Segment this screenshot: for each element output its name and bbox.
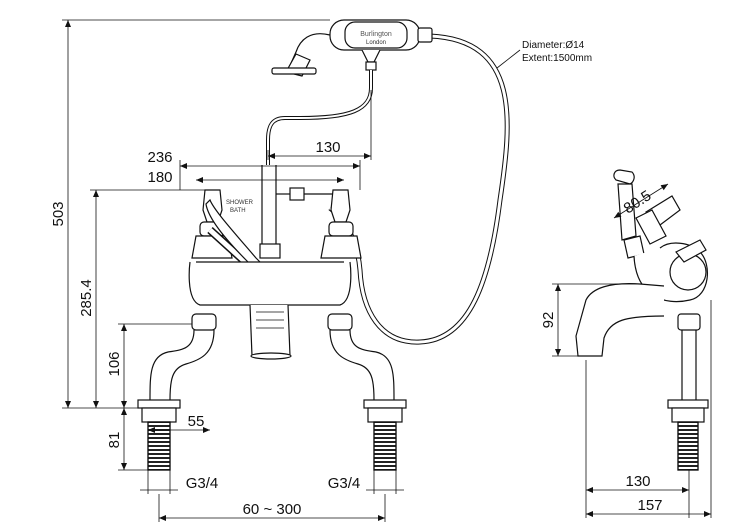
hose-diameter-note: Diameter:Ø14 <box>522 40 585 51</box>
dim-thread-right: G3/4 <box>328 475 361 492</box>
hose-leader <box>496 49 521 69</box>
central-riser <box>261 165 277 248</box>
dim-thread-width: 55 <box>188 413 205 430</box>
dim-height-total: 503 <box>50 201 67 226</box>
left-leg <box>137 313 217 471</box>
dim-spout-reach: 130 <box>625 473 650 490</box>
right-tap <box>320 189 362 259</box>
dim-thread-left: G3/4 <box>186 475 219 492</box>
shower-handset <box>271 19 433 77</box>
dim-centres: 60 ~ 300 <box>243 501 302 518</box>
dim-width-outer: 236 <box>147 149 172 166</box>
side-view <box>575 169 709 471</box>
dim-depth: 157 <box>637 497 662 514</box>
left-tap <box>191 189 269 283</box>
dim-handset-offset: 130 <box>315 139 340 156</box>
hose-extent-note: Extent:1500mm <box>522 53 592 64</box>
right-leg <box>327 313 407 471</box>
dim-width-inner: 180 <box>147 169 172 186</box>
main-body <box>188 261 352 306</box>
front-view <box>137 19 521 471</box>
front-dimensions <box>62 19 404 522</box>
dim-spout-height: 92 <box>540 312 557 329</box>
bath-spout <box>249 304 291 357</box>
side-dimensions <box>552 183 712 518</box>
shower-hose <box>328 33 510 345</box>
handle-label-bath: BATH <box>230 208 246 214</box>
dim-height-body: 285.4 <box>78 279 95 317</box>
brand-location: London <box>366 40 386 46</box>
brand-name: Burlington <box>360 31 392 38</box>
dim-height-leg: 106 <box>106 351 123 376</box>
dim-height-thread: 81 <box>106 432 123 449</box>
handle-label-shower: SHOWER <box>226 200 254 206</box>
